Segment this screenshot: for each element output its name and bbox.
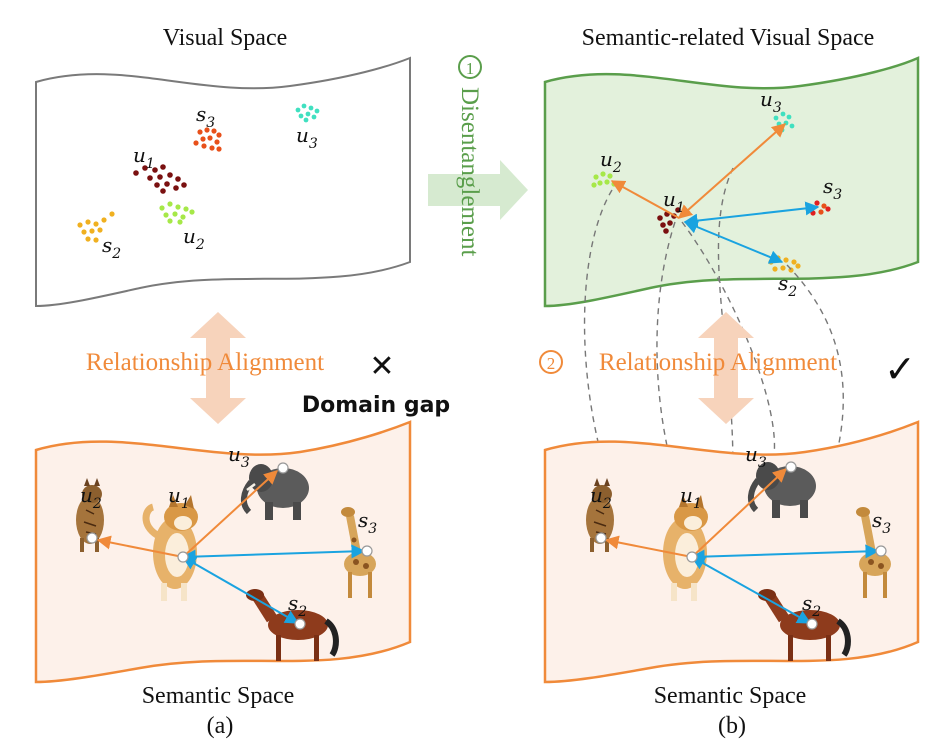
disentanglement-label: Disentanglement xyxy=(456,87,483,256)
step1-circle xyxy=(458,55,482,79)
step2-number: 2 xyxy=(547,354,556,373)
arrow-u1-u2-a xyxy=(96,535,184,558)
check-mark: ✓ xyxy=(884,347,916,391)
arrow-u1-u2-b-sem xyxy=(604,535,693,558)
label-s2-sub: 2 xyxy=(111,246,121,262)
visual-space-sheet xyxy=(35,56,411,308)
double-arrow-a xyxy=(190,312,246,424)
relationship-alignment-label-a: Relationship Alignment xyxy=(86,349,324,376)
step2-circle xyxy=(539,350,563,374)
semantic-space-title-b: Semantic Space xyxy=(654,683,807,709)
arrow-u1-s3-a xyxy=(181,544,366,564)
arrow-u1-s3-b-sem xyxy=(690,544,880,564)
arrow-u1-u3-b-sem xyxy=(691,468,788,558)
arrow-u1-s3-b xyxy=(683,201,820,228)
arrow-u1-u2-b xyxy=(610,180,680,219)
label-u1-sub: 1 xyxy=(146,156,155,172)
wildcat-icon-b xyxy=(586,478,614,552)
disentanglement-step: 1 Disentanglement xyxy=(428,55,528,256)
arrow-u1-s2-b-sem xyxy=(690,556,812,624)
caption-b: (b) xyxy=(718,713,746,739)
cluster-u1 xyxy=(133,164,187,194)
relationship-alignment-label-b: Relationship Alignment xyxy=(599,349,837,376)
step1-number: 1 xyxy=(466,59,475,78)
arrow-u1-u3-a xyxy=(182,470,279,558)
visual-space-title: Visual Space xyxy=(163,25,288,51)
cluster-u2 xyxy=(159,201,195,225)
label-u2-sub: 2 xyxy=(195,237,205,253)
caption-a: (a) xyxy=(207,713,234,739)
anchor-points-b xyxy=(595,461,887,630)
cluster-u3 xyxy=(295,103,320,123)
cluster-u2-b xyxy=(591,171,617,188)
cluster-s3 xyxy=(193,127,222,152)
disentanglement-arrow xyxy=(428,160,528,220)
semantic-space-title-a: Semantic Space xyxy=(142,683,295,709)
arrow-u1-s2-b xyxy=(683,220,784,264)
label-s3-sub: 3 xyxy=(206,115,215,131)
arrow-u1-s2-a xyxy=(181,556,300,624)
panel-a: Visual Space s3 u3 xyxy=(34,25,450,739)
cross-mark: ✕ xyxy=(369,349,394,384)
semantic-related-visual-space-title: Semantic-related Visual Space xyxy=(582,25,875,51)
double-arrow-b xyxy=(698,312,754,424)
panel-b: Semantic-related Visual Space xyxy=(539,25,920,739)
label-u3-sub: 3 xyxy=(309,136,318,152)
anchor-points-a xyxy=(86,462,373,630)
cluster-s2 xyxy=(77,211,115,243)
domain-gap-label: Domain gap xyxy=(302,393,450,418)
